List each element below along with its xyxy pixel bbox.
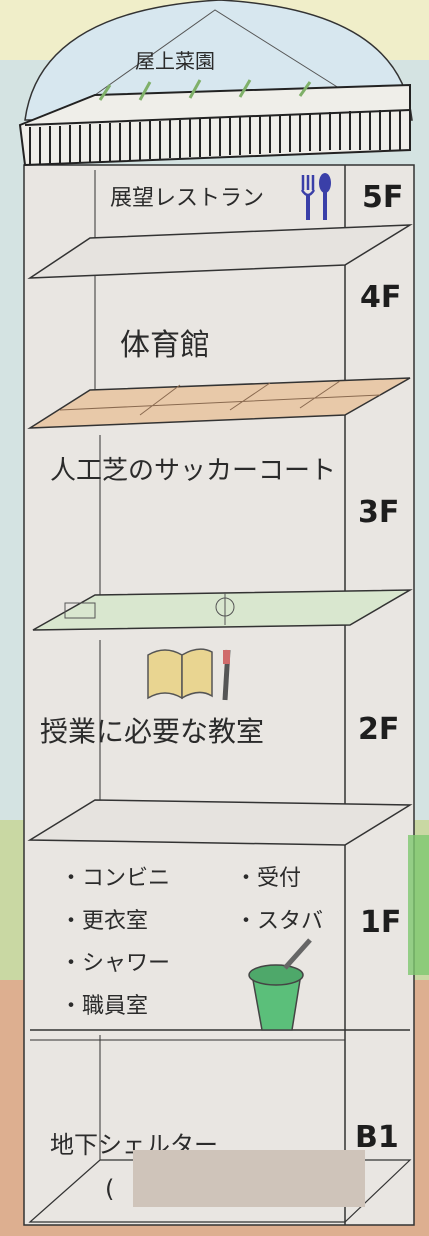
floor-5f-label: 5F bbox=[362, 180, 404, 215]
floor-1f-item-reception: ・受付 bbox=[235, 866, 302, 891]
rooftop-label: 屋上菜園 bbox=[135, 49, 215, 73]
floor-1f-item-starbucks: ・スタバ bbox=[235, 909, 324, 934]
floor-1f-item-staffroom: ・職員室 bbox=[60, 994, 149, 1019]
rooftop-railing bbox=[18, 79, 411, 167]
floor-5f-item: 展望レストラン bbox=[110, 186, 265, 211]
book-icon bbox=[147, 648, 213, 700]
pen-icon bbox=[222, 649, 231, 701]
floor-1f-item-locker: ・更衣室 bbox=[60, 909, 149, 934]
fork-icon bbox=[300, 175, 316, 220]
straw-icon bbox=[283, 938, 312, 970]
floor-1f-item-shower: ・シャワー bbox=[60, 951, 171, 976]
cup-icon bbox=[248, 964, 304, 1031]
floor-4f-item: 体育館 bbox=[120, 328, 210, 363]
floor-3f-label: 3F bbox=[358, 495, 400, 530]
floor-4f-label: 4F bbox=[360, 280, 402, 315]
soccer-field-icon bbox=[32, 589, 413, 631]
floor-b1-label: B1 bbox=[355, 1120, 399, 1155]
floor-b1-note: ( bbox=[105, 1175, 115, 1203]
redaction-box bbox=[133, 1150, 365, 1207]
floor-2f-label: 2F bbox=[358, 712, 400, 747]
floor-3f-item: 人工芝のサッカーコート bbox=[50, 456, 337, 486]
floor-1f-item-convenience: ・コンビニ bbox=[60, 866, 171, 891]
floor-2f-item: 授業に必要な教室 bbox=[40, 715, 265, 748]
floor-1f-label: 1F bbox=[360, 905, 402, 940]
spoon-icon bbox=[319, 173, 331, 220]
